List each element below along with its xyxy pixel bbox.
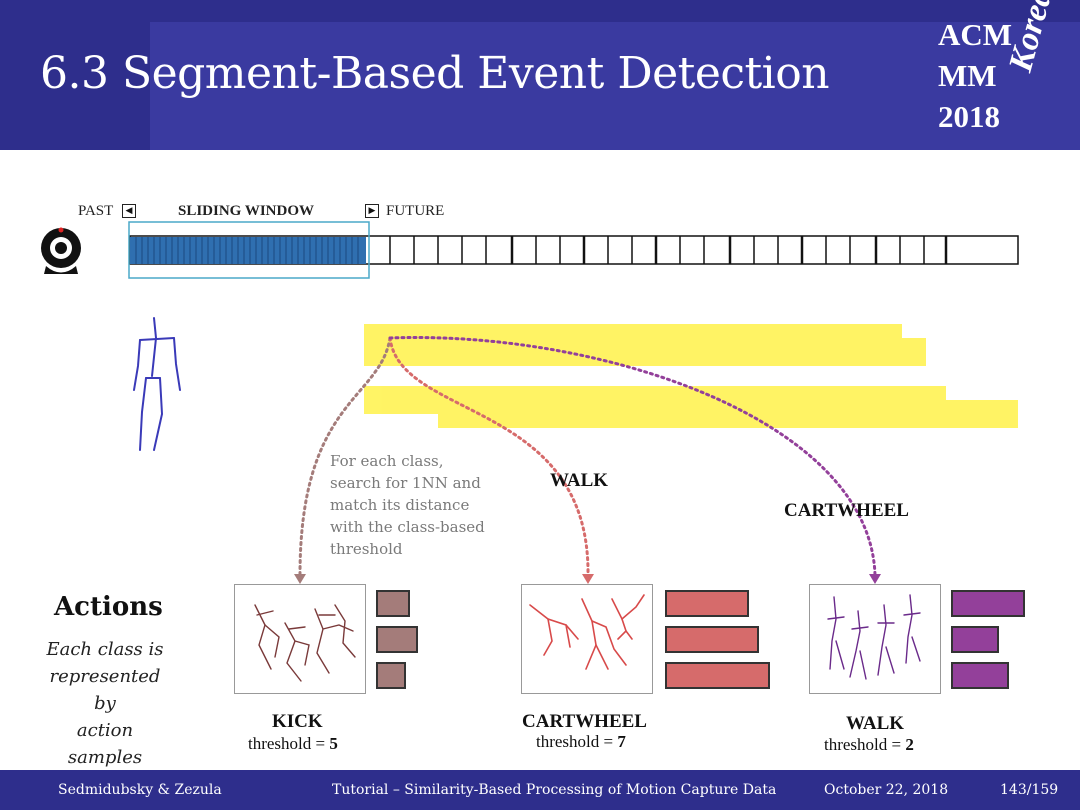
walk-class-name: WALK bbox=[846, 713, 905, 734]
kick-class-name: KICK bbox=[272, 711, 323, 732]
kick-sample-bar-1 bbox=[376, 590, 410, 617]
slide-footer: Sedmidubsky & Zezula Tutorial – Similari… bbox=[0, 770, 1080, 810]
sliding-window bbox=[128, 221, 370, 279]
timeline-frames bbox=[129, 235, 1019, 265]
actions-description: Each class is represented by action samp… bbox=[40, 636, 170, 771]
kick-sample-bar-2 bbox=[376, 626, 418, 653]
actions-title: Actions bbox=[54, 592, 163, 622]
walk-sample-card[interactable] bbox=[809, 584, 941, 694]
walk-sample-bar-1 bbox=[951, 590, 1025, 617]
cartwheel-sample-bar-1 bbox=[665, 590, 749, 617]
conference-logo: ACM MM 2018 bbox=[938, 14, 1012, 137]
arrowheads bbox=[294, 574, 881, 584]
kick-threshold: threshold = 5 bbox=[248, 734, 338, 754]
kick-sample-bar-3 bbox=[376, 662, 406, 689]
webcam-icon bbox=[41, 227, 81, 274]
cartwheel-sample-bar-3 bbox=[665, 662, 770, 689]
walk-sample-bar-2 bbox=[951, 626, 999, 653]
kick-threshold-label: threshold = bbox=[248, 734, 330, 753]
slide-header: 6.3 Segment-Based Event Detection ACM MM… bbox=[0, 0, 1080, 150]
kick-skeleton-icon bbox=[254, 604, 356, 682]
note-line-1: For each class, bbox=[330, 452, 444, 470]
header-panel bbox=[150, 22, 1080, 150]
kick-threshold-value: 5 bbox=[329, 734, 338, 753]
cartwheel-threshold: threshold = 7 bbox=[536, 732, 626, 752]
note-line-4: with the class-based bbox=[330, 518, 485, 536]
footer-page-number: 143/159 bbox=[1000, 782, 1059, 798]
actions-desc-line-1: Each class is bbox=[46, 639, 164, 660]
cartwheel-threshold-label: threshold = bbox=[536, 732, 618, 751]
past-label: PAST bbox=[78, 203, 114, 219]
play-icon[interactable]: ▶ bbox=[365, 204, 379, 218]
walk-sample-bar-3 bbox=[951, 662, 1009, 689]
note-line-3: match its distance bbox=[330, 496, 470, 514]
future-label: FUTURE bbox=[386, 203, 445, 219]
walk-skeleton-icon bbox=[827, 594, 921, 680]
footer-authors: Sedmidubsky & Zezula bbox=[58, 782, 222, 798]
footer-date: October 22, 2018 bbox=[824, 782, 949, 798]
logo-line-acm: ACM bbox=[938, 17, 1013, 52]
cartwheel-sample-bar-2 bbox=[665, 626, 759, 653]
sliding-window-label: SLIDING WINDOW bbox=[178, 203, 315, 219]
nn-search-note: For each class, search for 1NN and match… bbox=[330, 450, 520, 560]
rewind-icon[interactable]: ◀ bbox=[122, 204, 136, 218]
walk-arrow-label: WALK bbox=[550, 470, 609, 491]
match-highlights bbox=[364, 324, 1018, 428]
cartwheel-threshold-value: 7 bbox=[617, 732, 626, 751]
cartwheel-arrow-label: CARTWHEEL bbox=[784, 500, 909, 521]
footer-tutorial-title: Tutorial – Similarity-Based Processing o… bbox=[332, 782, 777, 798]
cartwheel-skeleton-icon bbox=[529, 594, 645, 670]
actions-desc-line-2: represented by bbox=[49, 666, 161, 714]
cartwheel-class-name: CARTWHEEL bbox=[522, 711, 647, 732]
logo-line-mm: MM bbox=[938, 58, 997, 93]
slide-title: 6.3 Segment-Based Event Detection bbox=[40, 48, 830, 99]
walk-threshold: threshold = 2 bbox=[824, 735, 914, 755]
cartwheel-sample-card[interactable] bbox=[521, 584, 653, 694]
stick-figure bbox=[133, 317, 181, 451]
walk-threshold-label: threshold = bbox=[824, 735, 906, 754]
walk-threshold-value: 2 bbox=[905, 735, 914, 754]
note-line-5: threshold bbox=[330, 540, 403, 558]
kick-sample-card[interactable] bbox=[234, 584, 366, 694]
note-line-2: search for 1NN and bbox=[330, 474, 481, 492]
logo-line-year: 2018 bbox=[938, 99, 1000, 134]
actions-desc-line-3: action samples bbox=[67, 720, 143, 768]
